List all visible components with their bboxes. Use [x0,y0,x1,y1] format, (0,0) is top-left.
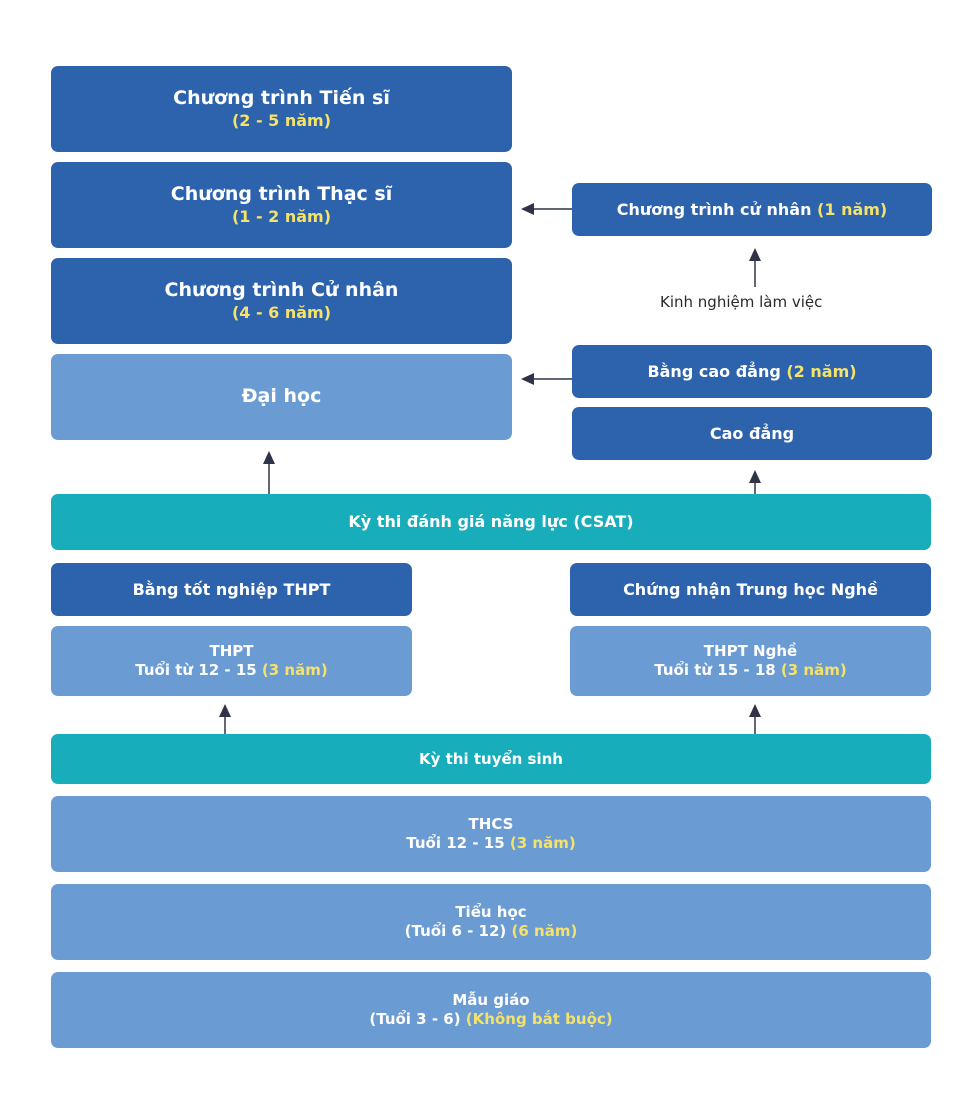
voc-high-school-box: THPT Nghề Tuổi từ 15 - 18 (3 năm) [570,626,931,696]
middle-school-duration: (3 năm) [509,834,576,852]
voc-high-school-title: THPT Nghề [703,642,798,661]
kindergarten-title: Mẫu giáo [452,991,530,1010]
csat-exam-box: Kỳ thi đánh giá năng lực (CSAT) [51,494,931,550]
high-school-box: THPT Tuổi từ 12 - 15 (3 năm) [51,626,412,696]
voc-certificate-box: Chứng nhận Trung học Nghề [570,563,931,616]
masters-program-box: Chương trình Thạc sĩ (1 - 2 năm) [51,162,512,248]
doctoral-program-duration: (2 - 5 năm) [231,110,332,130]
college-degree-box: Bằng cao đẳng (2 năm) [572,345,932,398]
doctoral-program-box: Chương trình Tiến sĩ (2 - 5 năm) [51,66,512,152]
arrow-left-to-university [521,373,572,385]
work-experience-label: Kinh nghiệm làm việc [660,293,823,311]
arrow-up-to-college [749,470,761,494]
kindergarten-ages: (Tuổi 3 - 6) [369,1010,461,1028]
masters-program-duration: (1 - 2 năm) [231,206,332,226]
college-degree-title: Bằng cao đẳng [647,361,781,381]
entrance-exam-title: Kỳ thi tuyển sinh [419,749,563,768]
university-box: Đại học [51,354,512,440]
kindergarten-box: Mẫu giáo (Tuổi 3 - 6) (Không bắt buộc) [51,972,931,1048]
high-school-title: THPT [209,642,254,661]
hs-diploma-title: Bằng tốt nghiệp THPT [132,579,331,599]
voc-high-school-ages-line: Tuổi từ 15 - 18 (3 năm) [654,661,846,680]
masters-program-title: Chương trình Thạc sĩ [170,183,393,206]
primary-school-ages: (Tuổi 6 - 12) [404,922,507,940]
college-title: Cao đẳng [709,423,795,443]
high-school-duration: (3 năm) [261,661,328,679]
bridge-bachelor-title: Chương trình cử nhân [616,199,812,219]
primary-school-ages-line: (Tuổi 6 - 12) (6 năm) [405,922,578,941]
arrow-up-to-bridge-bachelor [749,248,761,287]
kindergarten-duration: (Không bắt buộc) [465,1010,613,1028]
primary-school-box: Tiểu học (Tuổi 6 - 12) (6 năm) [51,884,931,960]
voc-high-school-ages: Tuổi từ 15 - 18 [654,661,776,679]
high-school-ages-line: Tuổi từ 12 - 15 (3 năm) [135,661,327,680]
bachelor-program-title: Chương trình Cử nhân [164,279,399,302]
middle-school-box: THCS Tuổi 12 - 15 (3 năm) [51,796,931,872]
bridge-bachelor-duration: (1 năm) [817,199,888,219]
arrow-left-to-masters [521,203,572,215]
university-title: Đại học [241,385,322,408]
primary-school-duration: (6 năm) [511,922,578,940]
middle-school-ages: Tuổi 12 - 15 [406,834,505,852]
middle-school-ages-line: Tuổi 12 - 15 (3 năm) [406,834,575,853]
middle-school-title: THCS [468,815,514,834]
arrow-up-to-voc-high-school [749,704,761,734]
hs-diploma-box: Bằng tốt nghiệp THPT [51,563,412,616]
voc-certificate-title: Chứng nhận Trung học Nghề [623,579,878,599]
college-box: Cao đẳng [572,407,932,460]
entrance-exam-box: Kỳ thi tuyển sinh [51,734,931,784]
bridge-bachelor-box: Chương trình cử nhân (1 năm) [572,183,932,236]
arrow-up-to-high-school [219,704,231,734]
arrow-up-to-university [263,451,275,494]
csat-exam-title: Kỳ thi đánh giá năng lực (CSAT) [348,512,634,531]
voc-high-school-duration: (3 năm) [780,661,847,679]
bachelor-program-duration: (4 - 6 năm) [231,302,332,322]
high-school-ages: Tuổi từ 12 - 15 [135,661,257,679]
doctoral-program-title: Chương trình Tiến sĩ [173,87,390,110]
bachelor-program-box: Chương trình Cử nhân (4 - 6 năm) [51,258,512,344]
primary-school-title: Tiểu học [455,903,527,922]
kindergarten-ages-line: (Tuổi 3 - 6) (Không bắt buộc) [369,1010,612,1029]
college-degree-duration: (2 năm) [786,361,857,381]
